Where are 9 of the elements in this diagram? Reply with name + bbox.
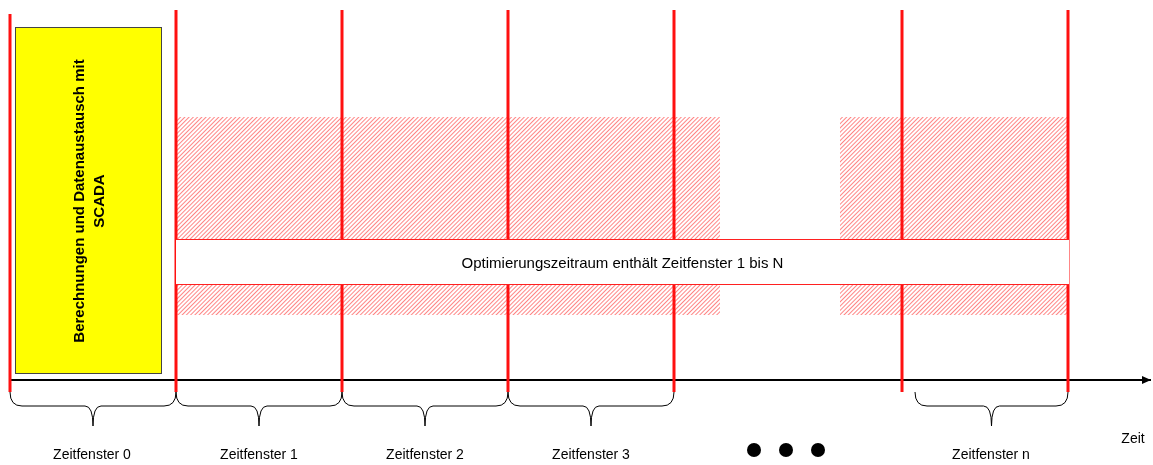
axis-label: Zeitfenster n [952,446,1030,462]
axis-label: Zeitfenster 1 [220,446,298,462]
axis-label: Zeitfenster 3 [552,446,630,462]
process-box [15,27,162,374]
axis-label: Zeitfenster 2 [386,446,464,462]
period-band: Optimierungszeitraum enthält Zeitfenster 1 bis N [176,239,1069,285]
axis-label: Zeitfenster 0 [53,446,131,462]
axis-label: Zeit [1121,430,1145,446]
box-text: Berechnungen und Datenaustausch mit SCADA [68,57,108,345]
